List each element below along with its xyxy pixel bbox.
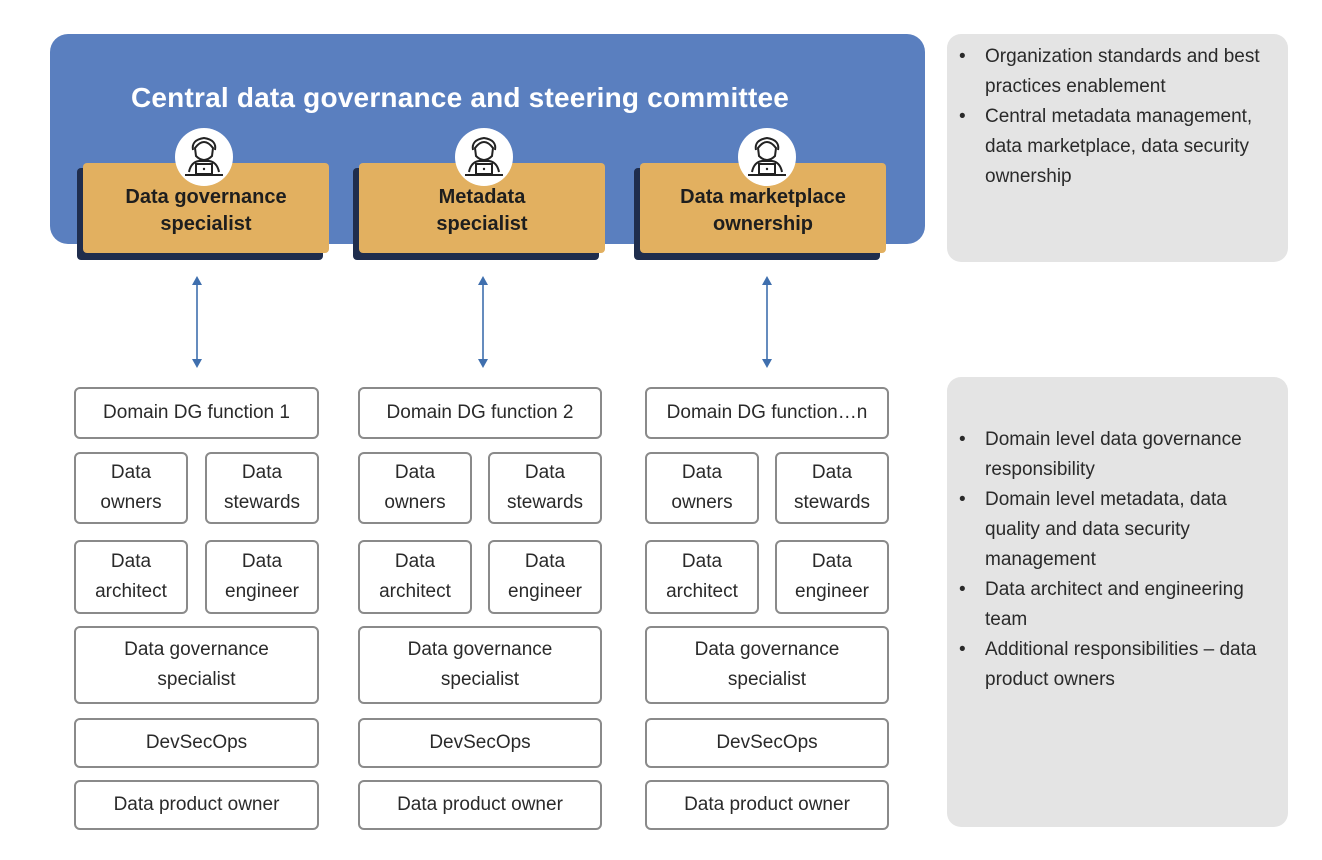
data-architect-box: Data architect <box>645 540 759 614</box>
domain-function-box: Domain DG function…n <box>645 387 889 439</box>
domain-note-item: Domain level metadata, data quality and … <box>959 485 1268 575</box>
domain-note-item: Domain level data governance responsibil… <box>959 425 1268 485</box>
data-governance-specialist-box: Data governance specialist <box>358 626 602 704</box>
data-architect-box: Data architect <box>358 540 472 614</box>
data-architect-box: Data architect <box>74 540 188 614</box>
devsecops-box: DevSecOps <box>74 718 319 768</box>
data-governance-specialist-box: Data governance specialist <box>74 626 319 704</box>
data-owners-box: Data owners <box>358 452 472 524</box>
bidirectional-arrow <box>189 274 205 370</box>
user-laptop-icon <box>175 128 233 186</box>
committee-title: Central data governance and steering com… <box>130 82 790 113</box>
devsecops-box: DevSecOps <box>645 718 889 768</box>
data-engineer-box: Data engineer <box>205 540 319 614</box>
domain-note-item: Data architect and engineering team <box>959 575 1268 635</box>
domain-notes-list: Domain level data governance responsibil… <box>947 425 1268 695</box>
devsecops-box: DevSecOps <box>358 718 602 768</box>
central-notes-panel: Organization standards and best practice… <box>947 34 1288 262</box>
domain-function-box: Domain DG function 1 <box>74 387 319 439</box>
domain-notes-panel: Domain level data governance responsibil… <box>947 377 1288 827</box>
data-stewards-box: Data stewards <box>488 452 602 524</box>
specialist-card-metadata: Metadata specialist <box>359 163 605 253</box>
specialist-card-data-governance: Data governance specialist <box>83 163 329 253</box>
domain-function-box: Domain DG function 2 <box>358 387 602 439</box>
bidirectional-arrow <box>759 274 775 370</box>
domain-note-item: Additional responsibilities – data produ… <box>959 635 1268 695</box>
data-product-owner-box: Data product owner <box>74 780 319 830</box>
data-stewards-box: Data stewards <box>775 452 889 524</box>
data-product-owner-box: Data product owner <box>645 780 889 830</box>
data-engineer-box: Data engineer <box>775 540 889 614</box>
central-note-item: Organization standards and best practice… <box>959 42 1268 102</box>
data-owners-box: Data owners <box>74 452 188 524</box>
user-laptop-icon <box>455 128 513 186</box>
data-stewards-box: Data stewards <box>205 452 319 524</box>
data-engineer-box: Data engineer <box>488 540 602 614</box>
data-governance-specialist-box: Data governance specialist <box>645 626 889 704</box>
central-notes-list: Organization standards and best practice… <box>947 42 1268 192</box>
data-owners-box: Data owners <box>645 452 759 524</box>
central-note-item: Central metadata management, data market… <box>959 102 1268 192</box>
specialist-label: Metadata specialist <box>436 186 528 235</box>
user-laptop-icon <box>738 128 796 186</box>
specialist-label: Data governance specialist <box>125 186 287 235</box>
bidirectional-arrow <box>475 274 491 370</box>
data-product-owner-box: Data product owner <box>358 780 602 830</box>
specialist-label: Data marketplace ownership <box>680 186 846 235</box>
